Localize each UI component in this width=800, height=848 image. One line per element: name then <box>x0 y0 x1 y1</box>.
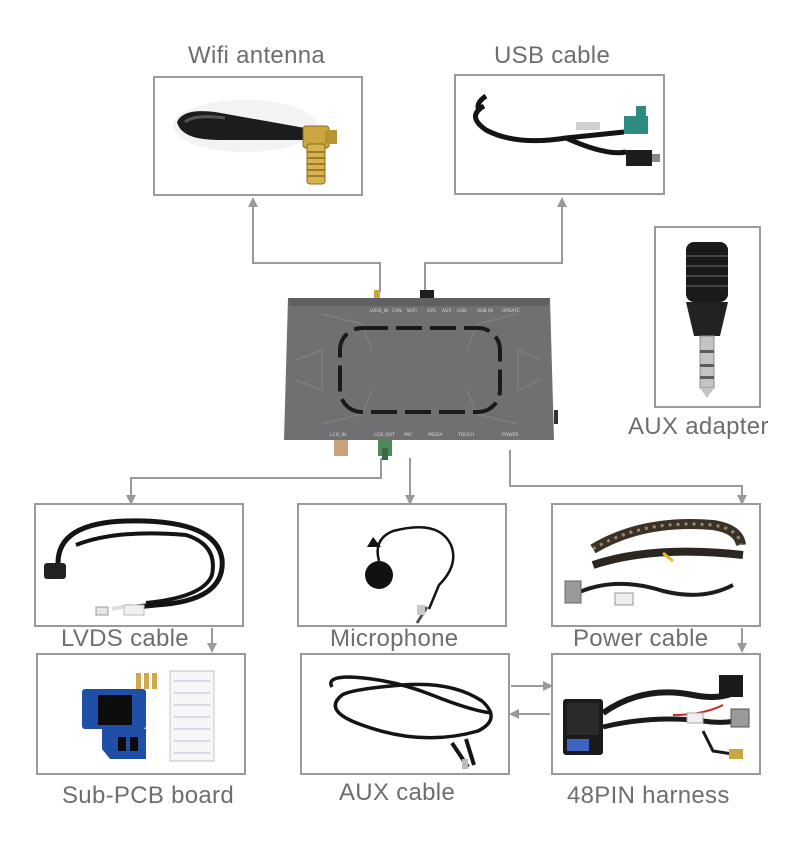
harness-48pin-icon <box>563 675 750 759</box>
usb-cable-frame <box>454 74 665 195</box>
wifi-antenna-label: Wifi antenna <box>188 42 326 69</box>
aux-adapter-icon <box>686 242 728 398</box>
port-label-top-0: LVDS_IN <box>370 308 388 314</box>
port-label-top-2: WIFI <box>407 308 417 314</box>
aux-cable-frame <box>300 653 510 775</box>
port-label-bottom-5: POWER <box>502 432 519 438</box>
port-label-bottom-4: TOUCH <box>457 432 474 438</box>
arrow-to-power-cable <box>509 450 747 505</box>
usb-cable-label: USB cable <box>494 42 611 69</box>
arrow-to-wifi-antenna <box>248 197 381 292</box>
power-cable-frame <box>551 503 761 627</box>
aux-adapter-label: AUX adapter <box>628 413 769 440</box>
port-label-top-7: UPDATE <box>502 308 520 314</box>
port-label-bottom-2: MIC <box>404 432 412 438</box>
sub-pcb-board-frame <box>36 653 246 775</box>
power-cable-label: Power cable <box>573 625 709 652</box>
port-label-top-1: CAN <box>392 308 402 314</box>
port-label-top-4: AUX <box>442 308 451 314</box>
harness-48pin-label: 48PIN harness <box>567 782 730 809</box>
aux-adapter-frame <box>654 226 761 408</box>
sub-pcb-board-label: Sub-PCB board <box>62 782 234 809</box>
port-label-top-5: USB <box>457 308 466 314</box>
port-label-bottom-3: MEDIA <box>428 432 444 438</box>
harness-48pin-frame <box>551 653 761 775</box>
port-label-bottom-0: LCD_IN <box>330 432 346 438</box>
aux-cable-label: AUX cable <box>339 779 456 806</box>
arrow-to-lvds-cable <box>126 458 382 505</box>
usb-cable-icon <box>473 93 660 166</box>
arrow-to-usb-cable <box>424 197 567 292</box>
side-port <box>554 410 558 424</box>
lcd-in-port <box>334 440 348 456</box>
port-label-top-3: GPS <box>427 308 436 314</box>
sub-pcb-board-icon <box>82 670 215 762</box>
port-label-top-6: ADB IN <box>477 308 493 314</box>
power-cable-icon <box>564 519 746 606</box>
lvds-cable-frame <box>34 503 244 627</box>
lvds-cable-icon <box>44 518 225 616</box>
usb-port <box>420 290 434 300</box>
microphone-frame <box>297 503 507 627</box>
wifi-antenna-icon <box>173 100 337 185</box>
aux-cable-icon <box>329 675 493 769</box>
lvds-cable-label: LVDS cable <box>61 625 189 652</box>
port-label-bottom-1: LCD_OUT <box>374 432 395 438</box>
interface-module: LVDS_IN CAN WIFI GPS AUX USB ADB IN UPDA… <box>284 290 558 460</box>
microphone-label: Microphone <box>330 625 459 652</box>
microphone-icon <box>365 525 455 624</box>
wifi-antenna-frame <box>153 76 363 196</box>
wifi-port <box>374 290 380 300</box>
